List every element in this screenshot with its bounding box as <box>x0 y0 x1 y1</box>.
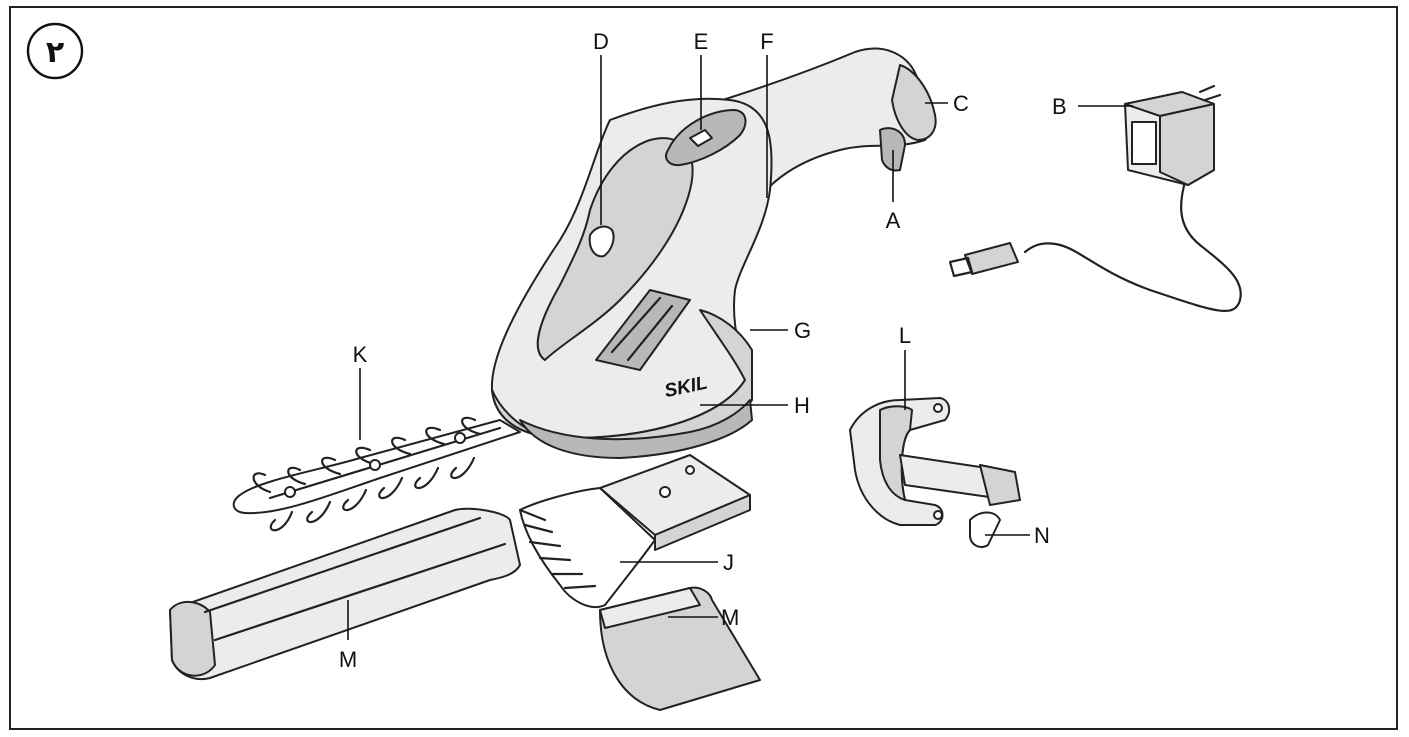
label-M-long-guard: M <box>339 647 357 672</box>
callout-labels: D E F C A B G H K L J M M N <box>339 29 1067 672</box>
label-A: A <box>886 208 901 233</box>
label-N: N <box>1034 523 1050 548</box>
label-L: L <box>899 323 911 348</box>
label-B: B <box>1052 94 1067 119</box>
label-J: J <box>723 550 734 575</box>
grass-shear-blade <box>518 454 751 608</box>
hedge-trimmer-blade <box>232 416 521 532</box>
charger-adapter <box>948 84 1242 312</box>
label-E: E <box>694 29 709 54</box>
label-D: D <box>593 29 609 54</box>
label-M-short-guard: M <box>721 605 739 630</box>
label-F: F <box>760 29 773 54</box>
figure-number-badge: ٢ <box>26 22 84 80</box>
figure-number: ٢ <box>46 35 64 70</box>
label-G: G <box>794 318 811 343</box>
extension-handle <box>849 397 1021 548</box>
blade-guard-short <box>599 586 761 711</box>
label-K: K <box>353 342 368 367</box>
label-H: H <box>794 393 810 418</box>
blade-guard-long <box>169 507 521 680</box>
leader-lines <box>347 55 1133 640</box>
trimmer-body: SKIL <box>490 47 937 459</box>
label-C: C <box>953 91 969 116</box>
